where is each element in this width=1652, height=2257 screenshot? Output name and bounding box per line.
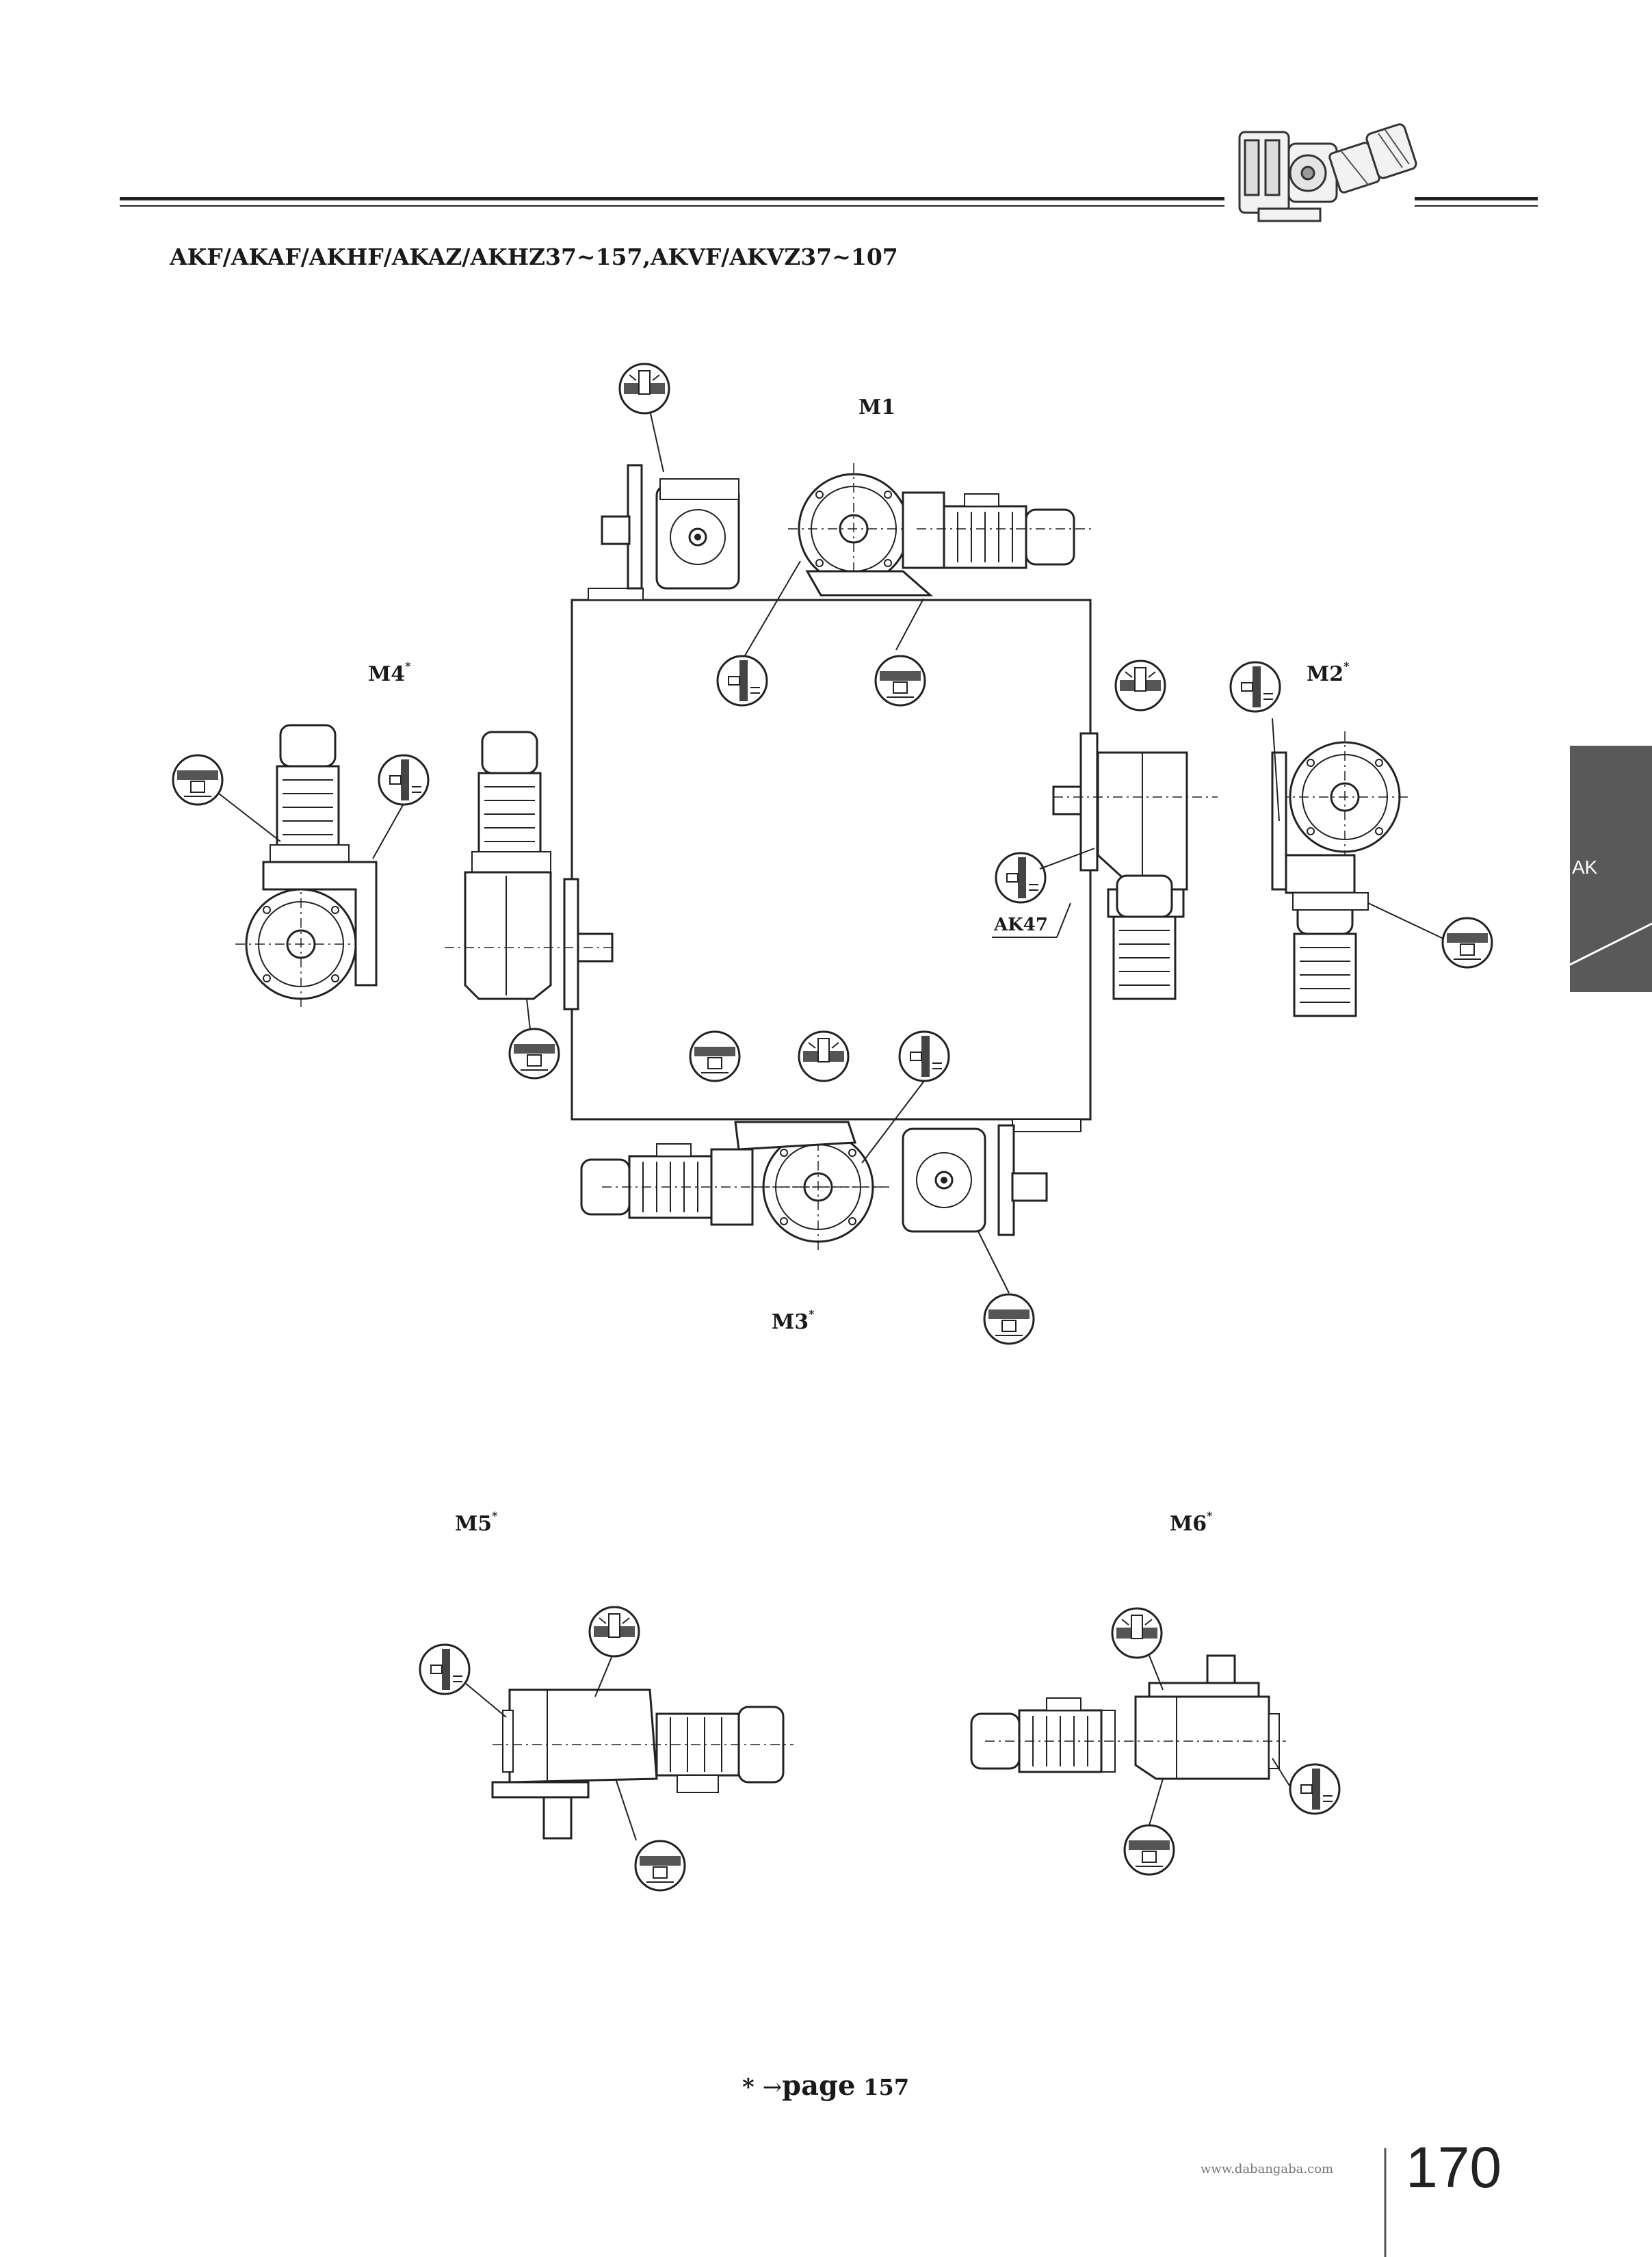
page-number: 170 xyxy=(1406,2135,1502,2200)
position-label-m5: M5* xyxy=(455,1509,498,1536)
m6-label: M6 xyxy=(1170,1512,1207,1536)
header-rule-right xyxy=(1415,197,1538,200)
section-tab[interactable] xyxy=(1570,746,1652,992)
footnote-star: * xyxy=(742,2074,755,2101)
m1-label: M1 xyxy=(858,395,896,419)
m5-label: M5 xyxy=(455,1512,493,1536)
page-title: AKF/AKAF/AKHF/AKAZ/AKHZ37~157,AKVF/AKVZ3… xyxy=(170,244,898,270)
website-url[interactable]: www.dabangaba.com xyxy=(1201,2162,1334,2176)
m2-mark: * xyxy=(1343,660,1350,673)
m2-label: M2 xyxy=(1307,662,1344,686)
footnote-page-ref: 157 xyxy=(863,2074,910,2100)
ak47-callout: AK47 xyxy=(994,915,1048,935)
header-rule-left xyxy=(120,197,1224,200)
m4-mark: * xyxy=(405,660,411,673)
section-tab-label: AK xyxy=(1572,857,1598,878)
header-rule-left-thin xyxy=(120,205,1224,207)
position-label-m4: M4* xyxy=(368,660,411,686)
m4-label: M4 xyxy=(368,662,406,686)
footnote-page-word: page xyxy=(782,2070,856,2102)
gearmotor-illustration-icon xyxy=(1238,123,1417,222)
position-label-m2: M2* xyxy=(1307,660,1350,686)
m6-mark: * xyxy=(1207,1509,1213,1522)
position-label-m6: M6* xyxy=(1170,1509,1213,1536)
m3-mark: * xyxy=(809,1307,815,1320)
position-label-m3: M3* xyxy=(772,1307,815,1334)
footnote-arrow: → xyxy=(762,2074,783,2101)
position-label-m1: M1 xyxy=(858,395,895,419)
header-rule-right-thin xyxy=(1415,205,1538,207)
m5-mark: * xyxy=(492,1509,498,1522)
m3-label: M3 xyxy=(772,1310,809,1334)
footnote-page-reference[interactable]: * →page 157 xyxy=(742,2070,909,2102)
